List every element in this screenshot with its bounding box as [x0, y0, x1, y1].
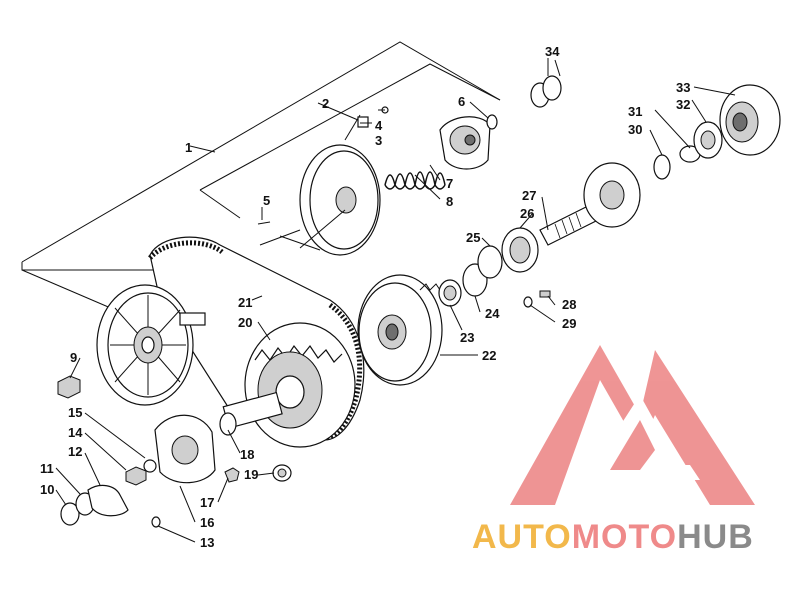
moveable-sheave — [299, 144, 381, 256]
label-4: 4 — [375, 118, 383, 133]
label-19: 19 — [244, 467, 258, 482]
fixed-sheave — [357, 274, 447, 386]
small-hardware — [57, 106, 551, 528]
watermark-auto: AUTO — [472, 518, 572, 556]
label-32: 32 — [676, 97, 690, 112]
label-28: 28 — [562, 297, 576, 312]
label-3: 3 — [375, 133, 382, 148]
label-18: 18 — [240, 447, 254, 462]
small-bearings — [653, 121, 723, 180]
clutch-hub — [719, 84, 781, 156]
watermark-text: AUTOMOTOHUB — [472, 518, 754, 556]
label-11: 11 — [40, 461, 54, 476]
label-5: 5 — [263, 193, 270, 208]
label-17: 17 — [200, 495, 214, 510]
label-6: 6 — [458, 94, 465, 109]
label-25: 25 — [466, 230, 480, 245]
label-27: 27 — [522, 188, 536, 203]
label-10: 10 — [40, 482, 54, 497]
label-2: 2 — [322, 96, 329, 111]
label-15: 15 — [68, 405, 82, 420]
snap-rings — [486, 75, 562, 130]
label-23: 23 — [460, 330, 474, 345]
label-7: 7 — [446, 176, 453, 191]
driven-cam — [219, 322, 356, 448]
label-29: 29 — [562, 316, 576, 331]
label-14: 14 — [68, 425, 83, 440]
label-16: 16 — [200, 515, 214, 530]
assembly-brackets — [21, 41, 501, 313]
watermark-moto: MOTO — [572, 518, 677, 556]
label-33: 33 — [676, 80, 690, 95]
label-1: 1 — [185, 140, 192, 155]
label-20: 20 — [238, 315, 252, 330]
label-12: 12 — [68, 444, 82, 459]
label-30: 30 — [628, 122, 642, 137]
label-24: 24 — [485, 306, 500, 321]
svg-text:AUTOMOTOHUB: AUTOMOTOHUB — [472, 518, 754, 556]
spider — [439, 116, 491, 170]
label-21: 21 — [238, 295, 252, 310]
watermark-logo-mark — [510, 345, 755, 505]
label-31: 31 — [628, 104, 642, 119]
label-13: 13 — [200, 535, 214, 550]
label-34: 34 — [545, 44, 560, 59]
driven-sheave — [96, 284, 206, 406]
label-22: 22 — [482, 348, 496, 363]
input-shaft — [539, 162, 641, 246]
label-8: 8 — [446, 194, 453, 209]
spring — [384, 171, 446, 190]
watermark-hub: HUB — [677, 518, 754, 556]
label-9: 9 — [70, 350, 77, 365]
label-26: 26 — [520, 206, 534, 221]
bearings — [438, 227, 539, 307]
part-labels: 1 2 3 4 5 6 7 8 9 10 11 12 13 14 15 16 1… — [40, 44, 690, 550]
leader-lines — [55, 58, 736, 543]
